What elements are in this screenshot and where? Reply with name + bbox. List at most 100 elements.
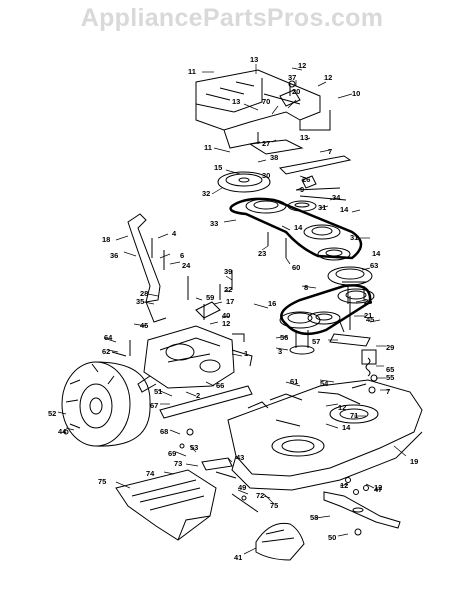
- deck-housing: [195, 69, 331, 149]
- right-linkage: [329, 321, 378, 394]
- callout-label: 53: [190, 443, 198, 452]
- callout-label: 35: [136, 297, 144, 306]
- callout-label: 33: [210, 219, 218, 228]
- callout-label: 65: [386, 365, 394, 374]
- callout-label: 9: [300, 185, 304, 194]
- fasteners-right: [345, 477, 369, 495]
- callout-label: 7: [328, 147, 332, 156]
- bracket-plate: [248, 132, 304, 155]
- callout-label: 21: [364, 311, 372, 320]
- callout-label: 17: [226, 297, 234, 306]
- callout-label: 12: [298, 61, 306, 70]
- callout-label: 37: [288, 73, 296, 82]
- callout-label: 12: [324, 73, 332, 82]
- callout-label: 16: [268, 299, 276, 308]
- deck-front-linkage: [179, 428, 259, 513]
- callout-label: 43: [236, 453, 244, 462]
- callout-label: 4: [172, 229, 177, 238]
- clutch-arm: [278, 155, 352, 201]
- callout-label: 10: [352, 89, 360, 98]
- callout-label: 49: [238, 483, 246, 492]
- callout-label: 38: [270, 153, 278, 162]
- transaxle: [137, 301, 253, 393]
- front-guard: [255, 522, 305, 561]
- callout-label: 47: [374, 485, 382, 494]
- callout-label: 72: [256, 491, 264, 500]
- lift-handle: [127, 213, 167, 323]
- idler-bracket: [279, 80, 301, 107]
- callout-label: 44: [58, 427, 67, 436]
- callout-label: 55: [386, 373, 394, 382]
- callout-label: 14: [340, 205, 349, 214]
- callout-label: 13: [232, 97, 240, 106]
- callout-label: 11: [204, 143, 212, 152]
- mower-blade: [323, 491, 401, 536]
- wheel: [61, 361, 151, 447]
- callout-label: 70: [262, 97, 270, 106]
- callout-label: 62: [102, 347, 110, 356]
- callout-label: 69: [168, 449, 176, 458]
- pins-and-bolts: [111, 232, 351, 357]
- callout-label: 52: [48, 409, 56, 418]
- callout-label: 29: [386, 343, 394, 352]
- deck-belt: [280, 284, 372, 336]
- callout-label: 2: [196, 391, 200, 400]
- watermark: AppliancePartsPros.com: [80, 4, 384, 32]
- callout-label: 56: [280, 333, 288, 342]
- callout-label: 23: [258, 249, 266, 258]
- callout-label: 1: [244, 349, 248, 358]
- callout-label: 32: [202, 189, 210, 198]
- callout-label: 3: [278, 347, 282, 356]
- callout-label: 73: [174, 459, 182, 468]
- callout-label: 39: [224, 267, 232, 276]
- callout-label: 59: [206, 293, 214, 302]
- callout-label: 24: [182, 261, 191, 270]
- callout-label: 14: [294, 223, 303, 232]
- callout-label: 28: [140, 289, 148, 298]
- callout-label: 30: [262, 171, 270, 180]
- callout-label: 13: [250, 55, 258, 64]
- callout-label: 64: [104, 333, 113, 342]
- callout-label: 22: [224, 285, 232, 294]
- lift-bar: [159, 385, 253, 419]
- callout-label: 20: [292, 87, 300, 96]
- callout-label: 18: [102, 235, 110, 244]
- callout-label: 45: [140, 321, 148, 330]
- callout-label: 75: [270, 501, 278, 510]
- callout-label: 71: [350, 411, 358, 420]
- callout-label: 36: [110, 251, 118, 260]
- belt-tensioner-pulleys: [303, 224, 351, 261]
- mower-deck: [227, 379, 423, 491]
- callout-label: 25: [364, 297, 372, 306]
- callout-label: 50: [328, 533, 336, 542]
- callout-label: 61: [290, 377, 298, 386]
- callout-label: 41: [234, 553, 242, 562]
- callout-label: 12: [340, 481, 348, 490]
- callout-label: 74: [146, 469, 155, 478]
- callout-label: 51: [154, 387, 162, 396]
- callout-label: 14: [372, 249, 381, 258]
- callout-label: 67: [150, 401, 158, 410]
- callout-label: 60: [292, 263, 300, 272]
- callout-label: 31: [318, 203, 326, 212]
- callout-label: 34: [332, 193, 341, 202]
- callout-label: 26: [302, 175, 310, 184]
- callout-label: 12: [374, 483, 382, 492]
- callout-label: 45: [366, 315, 374, 324]
- callout-label: 12: [222, 319, 230, 328]
- callout-label: 15: [214, 163, 222, 172]
- callout-label: 66: [216, 381, 224, 390]
- callout-label: 6: [180, 251, 184, 260]
- callout-label: 11: [188, 67, 196, 76]
- callout-label: 27: [262, 139, 270, 148]
- callout-label: 54: [320, 379, 329, 388]
- callout-label: 12: [338, 403, 346, 412]
- chute-deflector: [115, 469, 217, 541]
- callout-label: 31: [350, 233, 358, 242]
- callout-label: 8: [304, 283, 308, 292]
- callout-label: 13: [300, 133, 308, 142]
- leader-lines: [57, 64, 407, 555]
